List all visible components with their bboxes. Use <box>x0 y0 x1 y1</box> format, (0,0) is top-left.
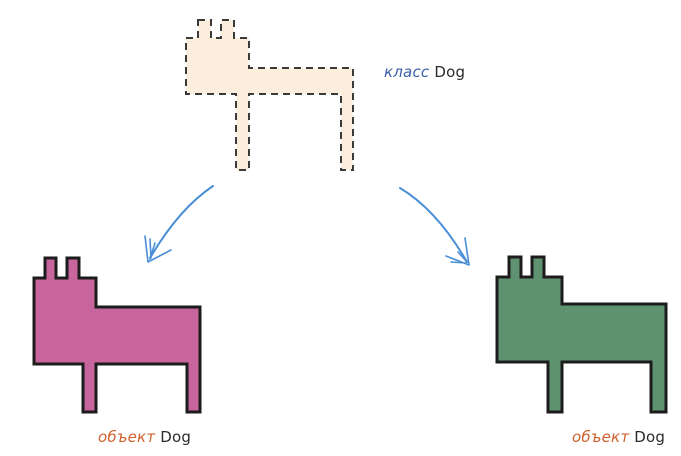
arrow-right-head <box>445 237 470 266</box>
object-dog-right <box>495 255 668 414</box>
object-right-keyword: объект <box>572 428 630 446</box>
class-dog-template <box>185 19 354 171</box>
class-keyword: класс <box>384 63 430 81</box>
class-name: Dog <box>434 63 466 81</box>
arrow-to-right-object <box>399 187 470 266</box>
object-dog-left <box>32 256 202 414</box>
arrow-right-shaft <box>399 187 468 263</box>
object-left-keyword: объект <box>98 428 156 446</box>
arrow-left-shaft <box>149 185 214 259</box>
object-left-name: Dog <box>160 428 192 446</box>
arrow-to-left-object <box>144 185 214 263</box>
object-right-name: Dog <box>634 428 666 446</box>
arrow-left-head <box>144 235 172 263</box>
